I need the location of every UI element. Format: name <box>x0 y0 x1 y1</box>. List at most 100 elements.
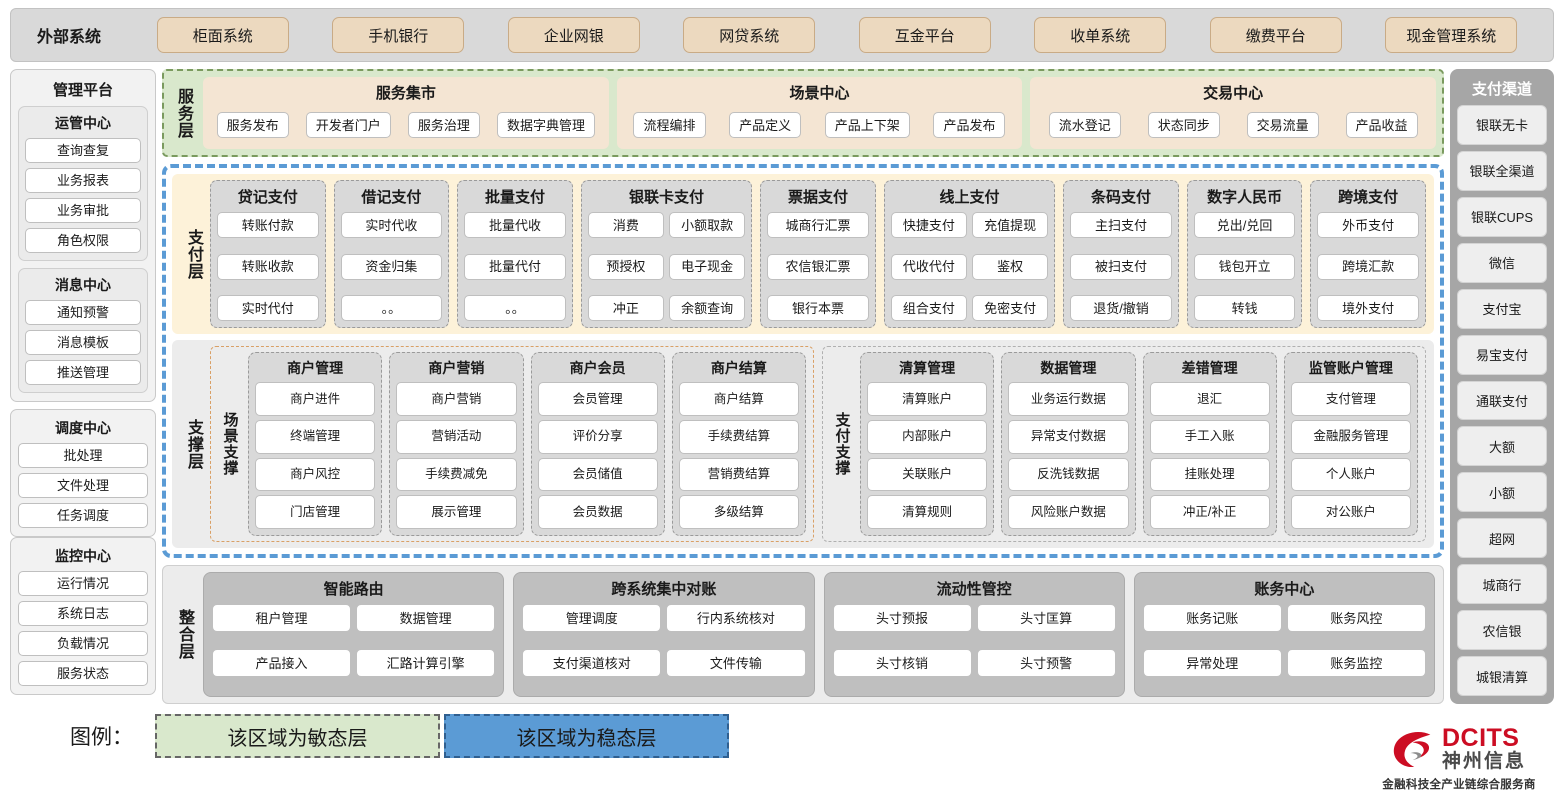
support-item[interactable]: 手工入账 <box>1149 419 1270 454</box>
integration-item[interactable]: 文件传输 <box>666 649 806 677</box>
service-item[interactable]: 服务发布 <box>216 112 289 138</box>
integration-item[interactable]: 异常处理 <box>1142 649 1282 677</box>
support-item[interactable]: 清算规则 <box>867 495 988 529</box>
integration-item[interactable]: 头寸核销 <box>832 649 972 677</box>
service-item[interactable]: 产品收益 <box>1345 112 1418 138</box>
pay-channel-item[interactable]: 超网 <box>1457 518 1547 559</box>
support-item[interactable]: 会员储值 <box>537 457 658 492</box>
pay-item[interactable]: 预授权 <box>587 253 664 280</box>
pay-item[interactable]: 资金归集 <box>340 253 443 280</box>
service-item[interactable]: 流程编排 <box>633 112 706 138</box>
pay-item[interactable]: 小额取款 <box>668 212 746 238</box>
pay-channel-item[interactable]: 通联支付 <box>1457 380 1547 421</box>
support-item[interactable]: 个人账户 <box>1290 457 1411 492</box>
support-item[interactable]: 异常支付数据 <box>1008 419 1129 454</box>
support-item[interactable]: 商户风控 <box>255 457 376 492</box>
pay-item[interactable]: 转钱 <box>1193 295 1296 321</box>
support-item[interactable]: 清算账户 <box>867 382 988 416</box>
support-item[interactable]: 金融服务管理 <box>1290 419 1411 454</box>
pay-channel-item[interactable]: 城商行 <box>1457 564 1547 605</box>
support-item[interactable]: 挂账处理 <box>1149 457 1270 492</box>
pay-channel-item[interactable]: 银联无卡 <box>1457 105 1547 145</box>
external-system-item[interactable]: 手机银行 <box>332 17 465 53</box>
integration-item[interactable]: 管理调度 <box>522 604 662 632</box>
pay-item[interactable]: 农信银汇票 <box>767 253 869 280</box>
support-item[interactable]: 冲正/补正 <box>1149 495 1270 529</box>
management-item[interactable]: 服务状态 <box>18 661 148 686</box>
pay-channel-item[interactable]: 微信 <box>1457 242 1547 283</box>
pay-channel-item[interactable]: 银联全渠道 <box>1457 150 1547 191</box>
management-item[interactable]: 业务审批 <box>25 198 141 223</box>
pay-item[interactable]: 境外支付 <box>1317 295 1419 321</box>
integration-item[interactable]: 产品接入 <box>212 649 352 677</box>
pay-item[interactable]: 银行本票 <box>767 295 869 321</box>
management-item[interactable]: 消息模板 <box>25 330 141 355</box>
external-system-item[interactable]: 互金平台 <box>858 17 991 53</box>
support-item[interactable]: 对公账户 <box>1290 495 1411 529</box>
integration-item[interactable]: 头寸预报 <box>832 604 972 632</box>
management-item[interactable]: 文件处理 <box>18 473 148 498</box>
pay-item[interactable]: 免密支付 <box>972 295 1049 321</box>
pay-channel-item[interactable]: 小额 <box>1457 472 1547 513</box>
pay-item[interactable]: 冲正 <box>587 295 664 321</box>
support-item[interactable]: 营销活动 <box>396 419 517 454</box>
support-item[interactable]: 支付管理 <box>1290 382 1411 416</box>
external-system-item[interactable]: 收单系统 <box>1034 17 1167 53</box>
pay-item[interactable]: 消费 <box>587 212 664 238</box>
pay-item[interactable]: 钱包开立 <box>1193 253 1296 280</box>
management-item[interactable]: 批处理 <box>18 443 148 468</box>
support-item[interactable]: 终端管理 <box>255 419 376 454</box>
pay-item[interactable]: 快捷支付 <box>890 212 967 238</box>
service-item[interactable]: 产品定义 <box>729 112 802 138</box>
integration-item[interactable]: 租户管理 <box>212 604 352 632</box>
support-item[interactable]: 商户进件 <box>255 382 376 416</box>
support-item[interactable]: 会员数据 <box>537 495 658 529</box>
service-item[interactable]: 产品上下架 <box>824 112 910 138</box>
support-item[interactable]: 手续费结算 <box>678 419 799 454</box>
integration-item[interactable]: 行内系统核对 <box>666 604 806 632</box>
pay-item[interactable]: 退货/撤销 <box>1070 295 1172 321</box>
support-item[interactable]: 营销费结算 <box>678 457 799 492</box>
external-system-item[interactable]: 缴费平台 <box>1209 17 1342 53</box>
management-item[interactable]: 通知预警 <box>25 300 141 325</box>
support-item[interactable]: 反洗钱数据 <box>1008 457 1129 492</box>
support-item[interactable]: 业务运行数据 <box>1008 382 1129 416</box>
service-item[interactable]: 数据字典管理 <box>497 112 596 138</box>
pay-channel-item[interactable]: 城银清算 <box>1457 656 1547 696</box>
support-item[interactable]: 展示管理 <box>396 495 517 529</box>
support-item[interactable]: 多级结算 <box>678 495 799 529</box>
pay-channel-item[interactable]: 易宝支付 <box>1457 334 1547 375</box>
pay-item[interactable]: 跨境汇款 <box>1317 253 1419 280</box>
service-item[interactable]: 服务治理 <box>407 112 480 138</box>
pay-item[interactable]: 外币支付 <box>1317 212 1419 238</box>
pay-item[interactable]: 。。 <box>464 295 566 321</box>
support-item[interactable]: 内部账户 <box>867 419 988 454</box>
support-item[interactable]: 手续费减免 <box>396 457 517 492</box>
external-system-item[interactable]: 现金管理系统 <box>1385 17 1518 53</box>
pay-item[interactable]: 余额查询 <box>668 295 746 321</box>
pay-item[interactable]: 实时代收 <box>340 212 443 238</box>
management-item[interactable]: 任务调度 <box>18 503 148 528</box>
pay-item[interactable]: 主扫支付 <box>1070 212 1172 238</box>
support-item[interactable]: 门店管理 <box>255 495 376 529</box>
pay-item[interactable]: 转账付款 <box>217 212 319 238</box>
support-item[interactable]: 退汇 <box>1149 382 1270 416</box>
integration-item[interactable]: 账务风控 <box>1286 604 1426 632</box>
pay-item[interactable]: 城商行汇票 <box>767 212 869 238</box>
management-item[interactable]: 运行情况 <box>18 571 148 596</box>
management-item[interactable]: 负载情况 <box>18 631 148 656</box>
pay-item[interactable]: 实时代付 <box>217 295 319 321</box>
service-item[interactable]: 状态同步 <box>1147 112 1220 138</box>
pay-item[interactable]: 充值提现 <box>972 212 1049 238</box>
service-item[interactable]: 开发者门户 <box>305 112 391 138</box>
support-item[interactable]: 关联账户 <box>867 457 988 492</box>
pay-item[interactable]: 兑出/兑回 <box>1193 212 1296 238</box>
service-item[interactable]: 产品发布 <box>933 112 1006 138</box>
pay-item[interactable]: 。。 <box>340 295 443 321</box>
pay-item[interactable]: 批量代付 <box>464 253 566 280</box>
support-item[interactable]: 会员管理 <box>537 382 658 416</box>
external-system-item[interactable]: 企业网银 <box>507 17 640 53</box>
management-item[interactable]: 系统日志 <box>18 601 148 626</box>
integration-item[interactable]: 头寸预警 <box>976 649 1116 677</box>
pay-item[interactable]: 被扫支付 <box>1070 253 1172 280</box>
